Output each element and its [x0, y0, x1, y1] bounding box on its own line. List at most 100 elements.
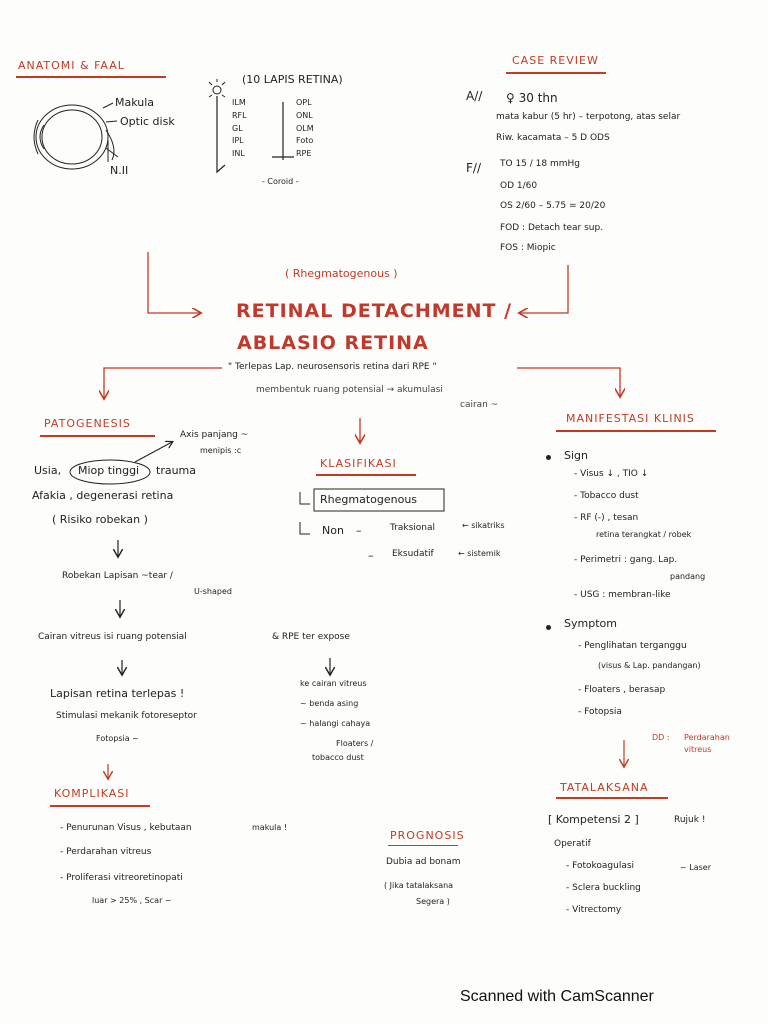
- sign-item: - RF (-) , tesan: [574, 513, 639, 523]
- menipis-note: menipis :c: [200, 446, 242, 455]
- lapis-left-item: ILM: [232, 98, 246, 107]
- klasifikasi-underline: [316, 474, 416, 476]
- prognosis-line: ( Jika tatalaksana: [384, 881, 454, 890]
- makula-label: Makula: [115, 96, 155, 109]
- case-a-line: mata kabur (5 hr) – terpotong, atas sela…: [496, 112, 681, 122]
- lapis-title: (10 LAPIS RETINA): [242, 73, 343, 86]
- kompetensi-label: [ Kompetensi 2 ]: [548, 813, 639, 826]
- case-f-line: FOD : Detach tear sup.: [500, 223, 604, 233]
- sign-item-cont: retina terangkat / robek: [596, 530, 692, 539]
- case-f-line: OS 2/60 – 5.75 = 20/20: [500, 201, 606, 211]
- fotopsia-note: Fotopsia ~: [96, 734, 139, 743]
- komplikasi-item: - Perdarahan vitreus: [60, 847, 152, 857]
- rpe-expose-line: & RPE ter expose: [272, 632, 350, 642]
- sign-heading: Sign: [564, 449, 588, 462]
- robekan-line: Robekan Lapisan ~tear /: [62, 571, 173, 581]
- prognosis-line: Dubia ad bonam: [386, 857, 461, 867]
- lapis-right-item: RPE: [296, 149, 312, 159]
- manifestasi-underline: [556, 430, 716, 432]
- komplikasi-item: - Proliferasi vitreoretinopati: [60, 873, 183, 883]
- eye-diagram: [33, 102, 119, 170]
- lapis-left-list: ILM RFL GL IPL INL: [232, 98, 247, 159]
- klasifikasi-title: KLASIFIKASI: [320, 457, 397, 470]
- symptom-item: - Floaters , berasap: [578, 685, 666, 695]
- tatalaksana-item: - Vitrectomy: [566, 905, 622, 915]
- rpe-list-item: ~ halangi cahaya: [300, 719, 371, 728]
- lapis-right-item: OLM: [296, 123, 314, 133]
- sistemik-note: ← sistemik: [458, 549, 501, 558]
- light-icon: [208, 79, 226, 98]
- laser-note: ~ Laser: [680, 863, 711, 872]
- komplikasi-item: - Penurunan Visus , kebutaan: [60, 823, 192, 833]
- afakia-line: Afakia , degenerasi retina: [32, 489, 174, 502]
- rhegmatogenous-item: Rhegmatogenous: [320, 493, 418, 506]
- lapis-right-item: OPL: [296, 98, 312, 107]
- symptom-heading: Symptom: [564, 617, 617, 630]
- case-a-line: Riw. kacamata – 5 D ODS: [496, 133, 610, 143]
- tatalaksana-item: - Sclera buckling: [566, 883, 641, 893]
- manifestasi-title: MANIFESTASI KLINIS: [566, 412, 695, 425]
- case-a-line: ♀ 30 thn: [506, 91, 558, 105]
- case-review-underline: [506, 72, 606, 74]
- tatalaksana-title: TATALAKSANA: [560, 781, 649, 794]
- patogenesis-title: PATOGENESIS: [44, 417, 131, 430]
- makula-note: makula !: [252, 823, 288, 832]
- case-f-line: TO 15 / 18 mmHg: [500, 159, 580, 169]
- dd-item: Perdarahan: [684, 733, 730, 742]
- bullet: [546, 625, 551, 630]
- komplikasi-underline: [50, 805, 150, 807]
- dash-1: –: [356, 524, 362, 537]
- coroid-label: - Coroid -: [262, 177, 299, 186]
- sikatriks-note: ← sikatriks: [462, 521, 505, 530]
- sign-item-cont: pandang: [670, 572, 706, 581]
- definition-quote: " Terlepas Lap. neurosensoris retina dar…: [228, 362, 437, 372]
- lapis-right-item: Foto: [296, 136, 314, 146]
- axis-panjang: Axis panjang ~: [180, 430, 249, 440]
- definition-note-1: membentuk ruang potensial → akumulasi: [256, 385, 443, 395]
- case-a-label: A//: [466, 89, 483, 103]
- n2-label: N.II: [110, 164, 129, 177]
- tatalaksana-underline: [556, 797, 668, 799]
- lapis-left-item: INL: [232, 149, 245, 159]
- sign-item: - Visus ↓ , TIO ↓: [574, 469, 649, 479]
- komplikasi-title: KOMPLIKASI: [54, 787, 130, 800]
- definition-note-2: cairan ~: [460, 400, 499, 410]
- rhegmatogenous-subtitle: ( Rhegmatogenous ): [285, 267, 398, 280]
- anatomi-title: ANATOMI & FAAL: [18, 59, 125, 72]
- stimulasi-line: Stimulasi mekanik fotoreseptor: [56, 711, 197, 721]
- rpe-list-item: ~ benda asing: [300, 699, 359, 708]
- sign-item: - Perimetri : gang. Lap.: [574, 555, 678, 565]
- camscanner-watermark: Scanned with CamScanner: [460, 988, 654, 1005]
- usia-label: Usia,: [34, 464, 62, 477]
- case-review-title: CASE REVIEW: [512, 54, 599, 67]
- lapis-right-list: OPL ONL OLM Foto RPE: [296, 98, 314, 159]
- case-f-line: OD 1/60: [500, 181, 538, 191]
- optic-disk-label: Optic disk: [120, 115, 175, 128]
- main-title-1: RETINAL DETACHMENT /: [236, 300, 513, 322]
- cairan-line: Cairan vitreus isi ruang potensial: [38, 632, 187, 642]
- risiko-line: ( Risiko robekan ): [52, 513, 148, 526]
- main-title-2: ABLASIO RETINA: [237, 332, 429, 354]
- sign-item: - Tobacco dust: [574, 491, 639, 501]
- prognosis-line: Segera ): [416, 897, 450, 906]
- rujuk-label: Rujuk !: [674, 815, 706, 825]
- non-item: Non: [322, 524, 344, 537]
- eksudatif-item: Eksudatif: [392, 549, 434, 559]
- scar-note: luar > 25% , Scar ~: [92, 896, 172, 905]
- miop-tinggi-label: Miop tinggi: [78, 464, 140, 477]
- dash-2: –: [368, 549, 374, 562]
- lapisan-terlepas: Lapisan retina terlepas !: [50, 687, 185, 700]
- dd-item-cont: vitreus: [684, 745, 712, 754]
- lapis-left-item: GL: [232, 123, 243, 133]
- prognosis-title: PROGNOSIS: [390, 829, 465, 842]
- floaters-note: Floaters /: [336, 739, 374, 748]
- trauma-label: trauma: [156, 464, 197, 477]
- anatomi-underline: [16, 76, 166, 78]
- tatalaksana-item: - Fotokoagulasi: [566, 861, 635, 871]
- lapis-left-item: IPL: [232, 136, 244, 146]
- lapis-left-item: RFL: [232, 110, 247, 120]
- lapis-right-item: ONL: [296, 110, 313, 120]
- traksional-item: Traksional: [390, 523, 436, 533]
- bullet: [546, 455, 551, 460]
